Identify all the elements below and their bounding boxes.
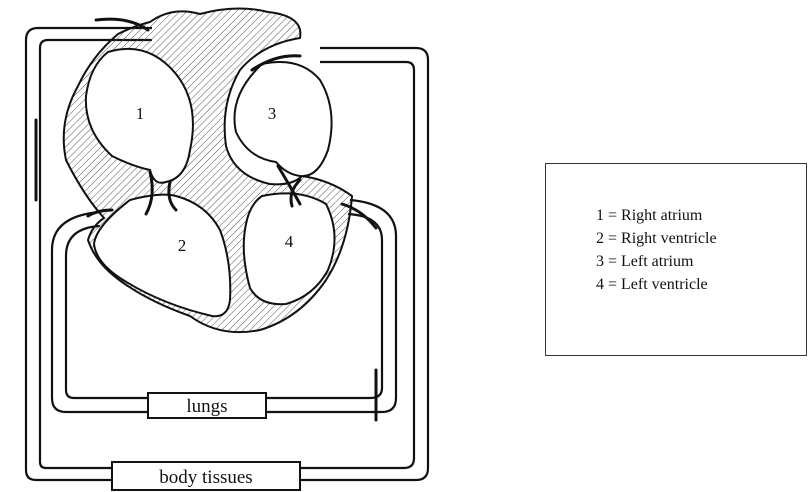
legend-item-right-atrium: 1 = Right atrium <box>596 204 806 227</box>
chamber-number-2: 2 <box>178 236 187 255</box>
body-tissues-organ: body tissues <box>112 462 300 490</box>
body-tissues-label: body tissues <box>159 467 252 488</box>
chamber-number-3: 3 <box>268 104 277 123</box>
lungs-label: lungs <box>186 396 227 417</box>
legend-item-left-atrium: 3 = Left atrium <box>596 250 806 273</box>
left-atrium-chamber <box>234 62 331 176</box>
legend-item-right-ventricle: 2 = Right ventricle <box>596 227 806 250</box>
lungs-organ: lungs <box>148 393 266 418</box>
legend-item-left-ventricle: 4 = Left ventricle <box>596 273 806 296</box>
chamber-number-4: 4 <box>285 232 294 251</box>
chamber-number-1: 1 <box>136 104 145 123</box>
heart-circulation-diagram: 1 2 3 4 lungs body tissues <box>0 0 460 492</box>
legend-box: 1 = Right atrium 2 = Right ventricle 3 =… <box>545 163 807 356</box>
